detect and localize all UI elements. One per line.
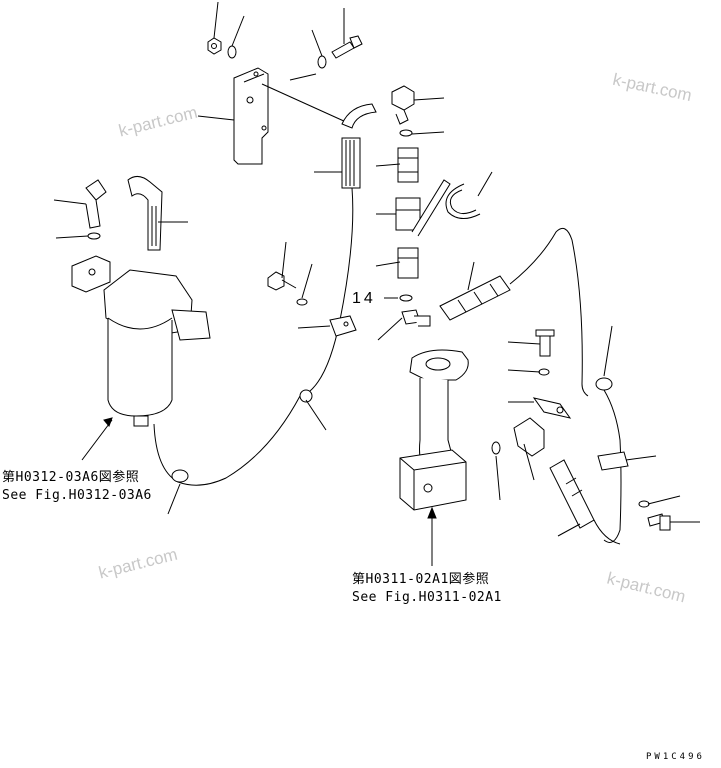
bolt-right-lower bbox=[647, 513, 671, 531]
washer-top bbox=[227, 45, 237, 59]
nut-top bbox=[207, 37, 222, 55]
clamp-mid bbox=[299, 389, 313, 403]
elbow-right-block bbox=[513, 417, 545, 457]
clip-bracket-mid bbox=[329, 315, 357, 337]
manifold-block bbox=[399, 349, 469, 511]
clip-right-lower bbox=[597, 451, 629, 471]
elbow-fitting-1 bbox=[391, 85, 415, 125]
bolt-mid bbox=[267, 271, 297, 291]
hose-lower-right bbox=[549, 459, 621, 545]
arrow-heads bbox=[103, 417, 437, 519]
bolt-right bbox=[535, 329, 555, 357]
filter-reference-jp: 第H0312-03A6図参照 bbox=[2, 470, 140, 485]
hose-left bbox=[127, 176, 163, 251]
adapter-1 bbox=[397, 147, 419, 183]
washer-top-2 bbox=[317, 55, 327, 69]
clamp-right-top bbox=[595, 377, 613, 391]
elbow-fitting-2 bbox=[401, 309, 431, 327]
filter-bowl bbox=[107, 317, 173, 427]
clamp-bottom-left bbox=[171, 469, 189, 483]
adapter-2 bbox=[397, 247, 419, 279]
drawing-code: PW1C496 bbox=[646, 752, 705, 762]
hose-fitting-elbow bbox=[341, 103, 377, 189]
block-reference-jp: 第H0311-02A1図参照 bbox=[352, 572, 490, 587]
filter-reference-en: See Fig.H0312-03A6 bbox=[2, 488, 152, 503]
bolt-top bbox=[331, 35, 363, 59]
block-reference-en: See Fig.H0311-02A1 bbox=[352, 590, 502, 605]
u-hose bbox=[445, 183, 481, 219]
long-hose bbox=[439, 227, 589, 397]
bracket-plate bbox=[233, 67, 269, 165]
part-number-label: 14 bbox=[352, 290, 376, 307]
clip-right bbox=[532, 397, 572, 419]
leader-lines bbox=[53, 1, 700, 566]
elbow-left bbox=[85, 179, 107, 229]
